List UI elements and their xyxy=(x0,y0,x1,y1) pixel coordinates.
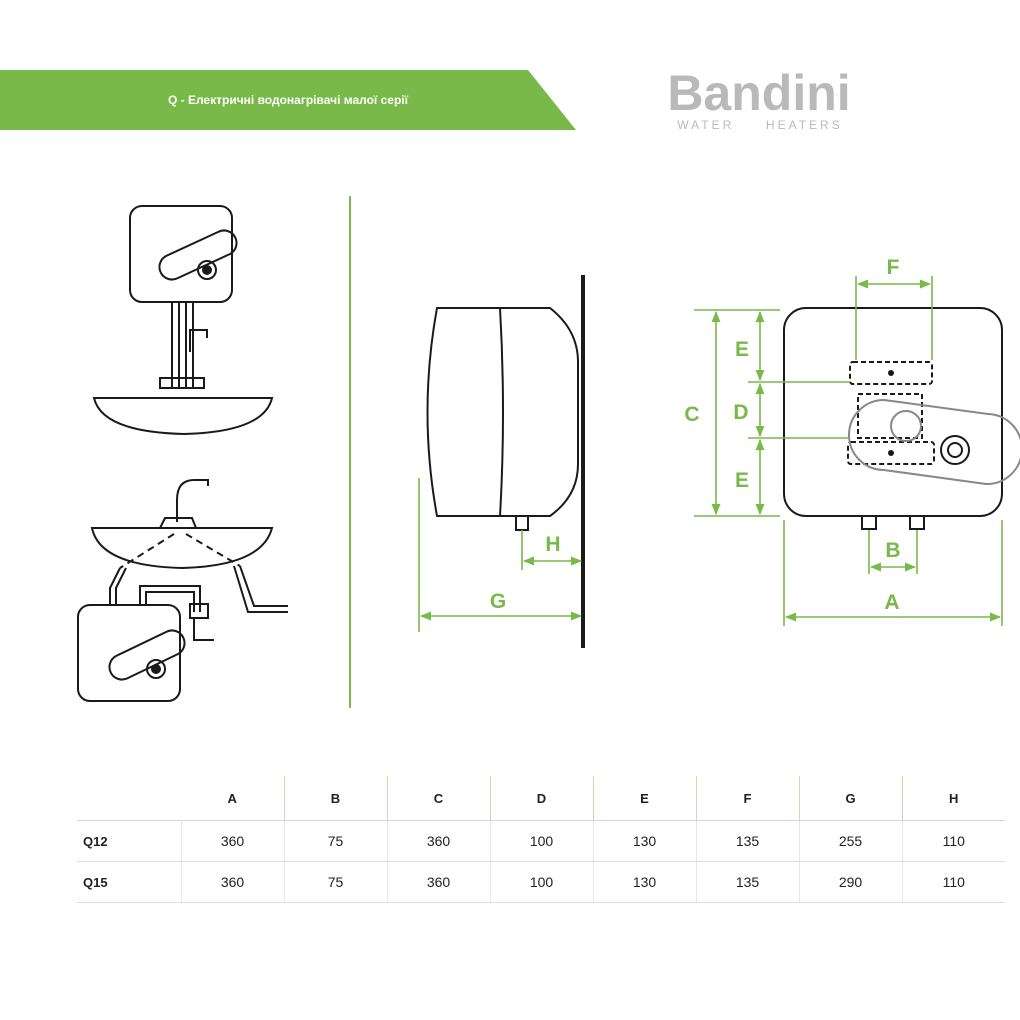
dimension-label-g: G xyxy=(490,590,506,613)
dimension-label-c: C xyxy=(684,403,699,426)
table-cell: 75 xyxy=(283,861,387,903)
table-header-d: D xyxy=(489,776,593,821)
table-header-model xyxy=(77,776,181,821)
table-cell: 135 xyxy=(695,861,799,903)
model-name: Q15 xyxy=(77,861,181,903)
table-cell: 360 xyxy=(386,820,490,862)
pipe-connector xyxy=(515,515,529,531)
side-view xyxy=(426,275,585,648)
dimension-label-a: A xyxy=(884,591,899,614)
dimensions-table: A B C D E F G H Q12 360 75 360 100 130 1… xyxy=(77,776,1005,903)
technical-drawing: Q - Електричні водонагрівачі малої серії… xyxy=(0,65,1020,708)
table-row: Q15 360 75 360 100 130 135 290 110 xyxy=(77,861,1005,903)
heater-front-body xyxy=(783,307,1003,517)
heater-side-body xyxy=(426,307,579,517)
table-cell: 100 xyxy=(489,820,593,862)
faucet-icon xyxy=(176,479,209,522)
dimension-label-e-bottom: E xyxy=(735,469,749,492)
heater-body xyxy=(129,205,233,303)
over-sink-installation xyxy=(92,205,274,436)
table-cell: 110 xyxy=(901,820,1005,862)
logo-name: Bandini xyxy=(667,65,850,121)
model-name: Q12 xyxy=(77,820,181,862)
table-cell: 255 xyxy=(798,820,902,862)
table-header-e: E xyxy=(592,776,696,821)
table-cell: 130 xyxy=(592,820,696,862)
table-cell: 75 xyxy=(283,820,387,862)
thermostat-knob-icon xyxy=(940,435,970,465)
front-view xyxy=(783,307,1020,530)
dimension-label-e-top: E xyxy=(735,338,749,361)
control-panel xyxy=(108,629,186,681)
dimension-lines xyxy=(418,276,1003,632)
sink-basin xyxy=(90,527,274,570)
table-header-a: A xyxy=(227,790,237,806)
under-sink-installation xyxy=(77,479,288,702)
dimension-label-h: H xyxy=(545,533,560,556)
table-header-b: B xyxy=(283,776,387,821)
table-row: Q12 360 75 360 100 130 135 255 110 xyxy=(77,820,1005,862)
table-cell: 290 xyxy=(798,861,902,903)
table-cell: 110 xyxy=(901,861,1005,903)
dimension-label-f: F xyxy=(887,256,900,279)
control-panel xyxy=(158,229,238,281)
pipe-connector xyxy=(861,515,877,530)
table-cell: 135 xyxy=(695,820,799,862)
heater-body xyxy=(77,604,181,702)
faucet-icon xyxy=(189,329,208,352)
pipe-connector xyxy=(909,515,925,530)
sink-basin xyxy=(92,397,274,436)
banner-title: Q - Електричні водонагрівачі малої серії xyxy=(168,93,409,107)
table-cell: 360 xyxy=(180,820,284,862)
thermostat-knob-icon xyxy=(146,659,166,679)
dimension-label-d: D xyxy=(733,401,748,424)
header-banner: Q - Електричні водонагрівачі малої серії xyxy=(0,70,576,130)
table-cell: 100 xyxy=(489,861,593,903)
table-cell: 360 xyxy=(386,861,490,903)
table-cell: 360 xyxy=(180,861,284,903)
thermostat-knob-icon xyxy=(197,260,217,280)
table-header-g: G xyxy=(798,776,902,821)
dimension-label-b: B xyxy=(885,539,900,562)
table-header-c: C xyxy=(386,776,490,821)
table-header-f: F xyxy=(695,776,799,821)
brand-logo: Bandini WATER HEATERS xyxy=(667,65,850,132)
table-header-h: H xyxy=(901,776,1005,821)
table-cell: 130 xyxy=(592,861,696,903)
logo-tagline: WATER HEATERS xyxy=(677,118,842,132)
table-header-row: A B C D E F G H xyxy=(77,776,1005,821)
dimension-labels: G H C E D E F B A xyxy=(490,256,901,614)
